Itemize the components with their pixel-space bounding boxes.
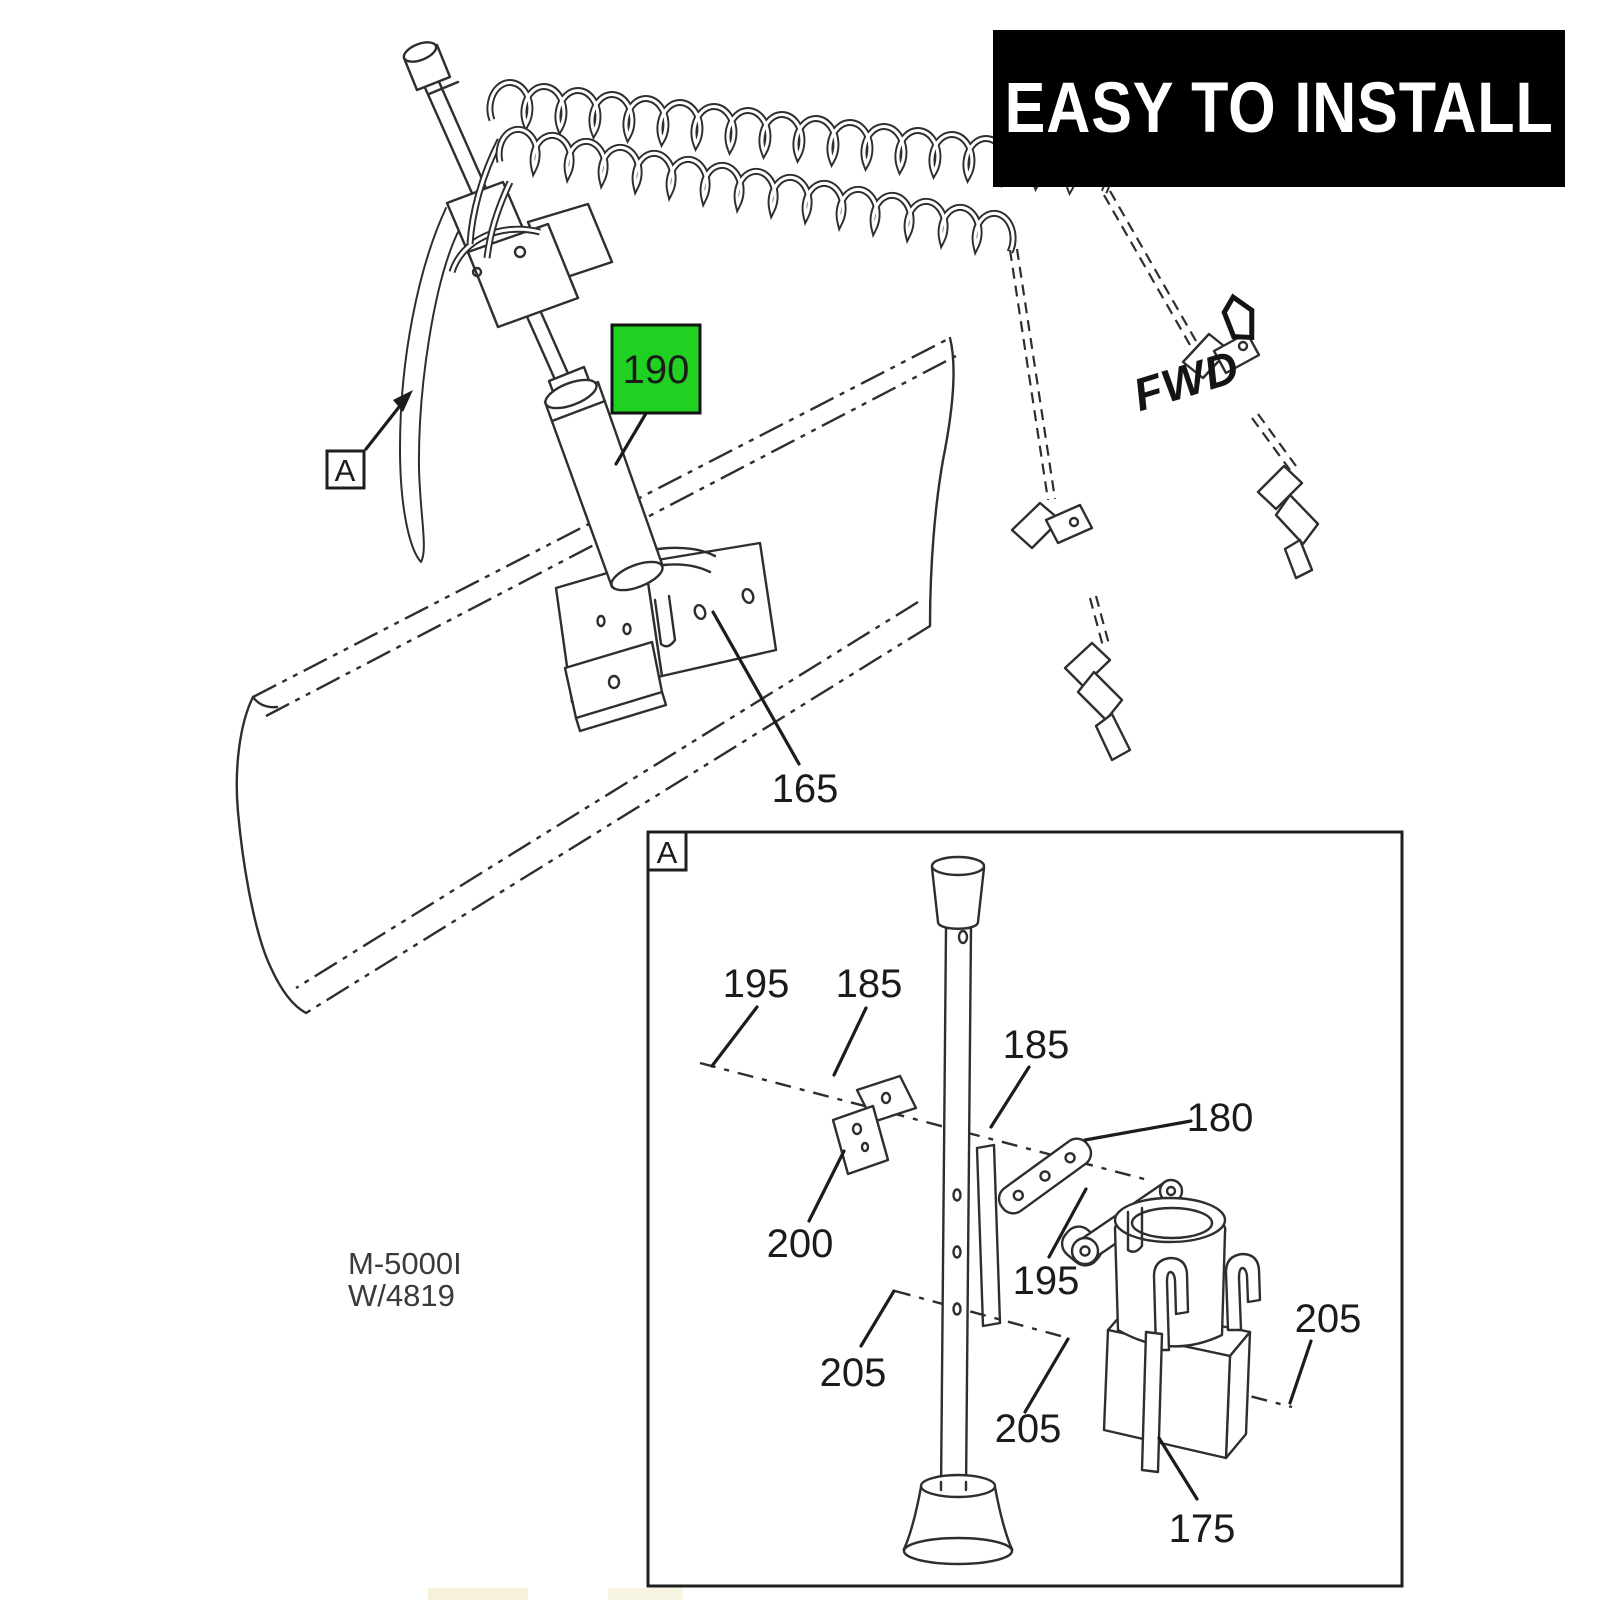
promo-banner-text: EASY TO INSTALL — [1004, 69, 1554, 148]
callout-165: 165 — [711, 610, 839, 811]
arrow-up-right-icon — [393, 390, 413, 412]
part-label-190: 190 — [623, 348, 690, 392]
part-label-185: 185 — [836, 962, 903, 1006]
model-note: M-5000I W/4819 — [348, 1246, 462, 1313]
model-note-line2: W/4819 — [348, 1278, 455, 1313]
gladhand-connector-icon — [1063, 641, 1132, 762]
highlight-box-190 — [610, 323, 702, 415]
detail-marker-a-label: A — [657, 835, 678, 870]
part-label-180: 180 — [1187, 1096, 1254, 1140]
detail-marker-a-label: A — [335, 453, 356, 488]
promo-banner: EASY TO INSTALL — [993, 30, 1565, 187]
cable-clamp-drawing — [445, 180, 614, 329]
detail-marker-main: A — [325, 390, 413, 490]
detail-callouts: 195 185 185 180 200 195 205 205 205 175 — [710, 962, 1362, 1551]
wire-drawing — [399, 207, 459, 563]
part-label-185: 185 — [1003, 1023, 1070, 1067]
part-label-205: 205 — [995, 1407, 1062, 1451]
part-label-205: 205 — [820, 1351, 887, 1395]
part-label-165: 165 — [772, 767, 839, 811]
part-label-195: 195 — [1013, 1259, 1080, 1303]
fwd-label: FWD — [1127, 340, 1245, 421]
part-label-175: 175 — [1169, 1507, 1236, 1551]
gladhand-connector-icon — [1256, 464, 1320, 580]
scan-artifact — [428, 1588, 683, 1600]
part-label-200: 200 — [767, 1222, 834, 1266]
fwd-arrow-icon — [1221, 293, 1255, 341]
callout-190: 190 — [610, 323, 702, 466]
gladhand-connector-icon — [1010, 501, 1094, 550]
model-note-line1: M-5000I — [348, 1246, 462, 1281]
part-label-195: 195 — [723, 962, 790, 1006]
detail-drawing — [699, 855, 1293, 1566]
part-label-205: 205 — [1295, 1297, 1362, 1341]
bracket-165-drawing — [554, 541, 778, 733]
cable-ends-drawing — [1008, 190, 1320, 762]
